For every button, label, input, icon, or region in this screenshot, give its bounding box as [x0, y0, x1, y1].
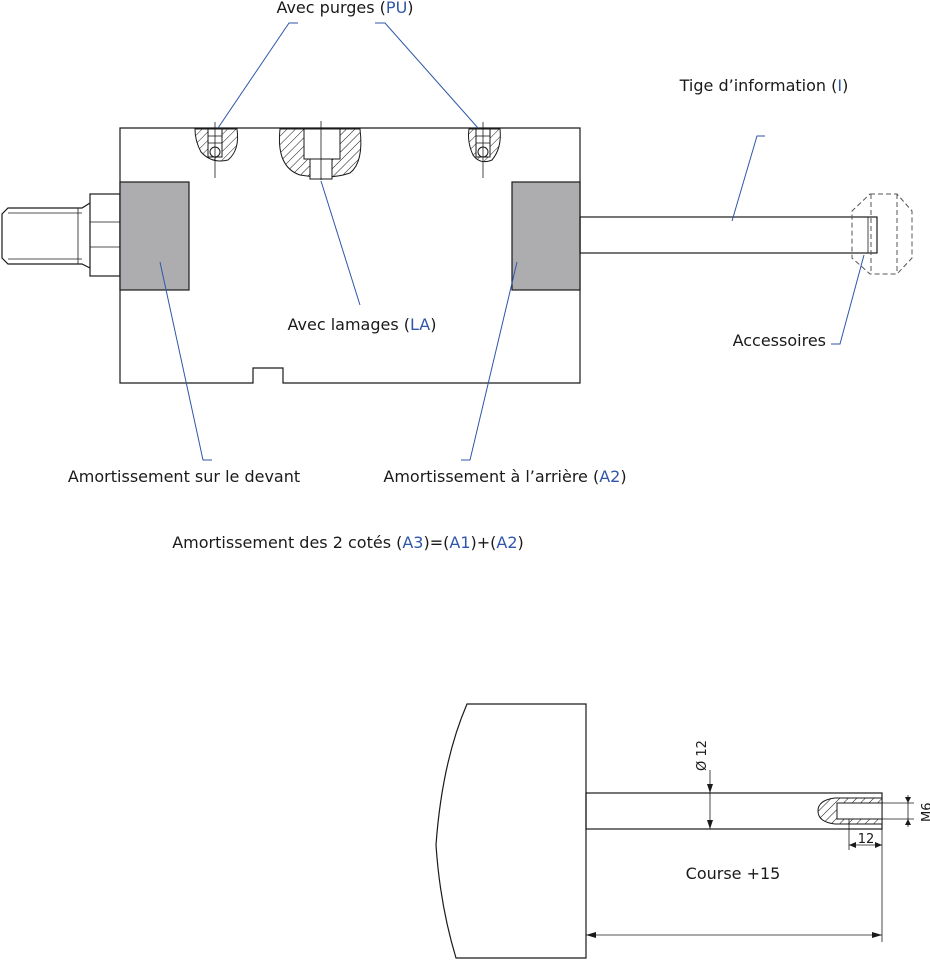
cylinder-top-view [1, 22, 913, 461]
label-purges: Avec purges (PU) [276, 0, 413, 17]
label-amort-arriere: Amortissement à l’arrière (A2) [383, 467, 626, 486]
label-lamages: Avec lamages (LA) [288, 315, 437, 334]
rear-damper-pad [511, 181, 581, 291]
label-accessoires: Accessoires [733, 331, 826, 350]
leader-tige [731, 135, 765, 222]
accessory-outline [851, 193, 913, 275]
leader-purge-right [375, 22, 479, 129]
label-amort-2cotes: Amortissement des 2 cotés (A3)=(A1)+(A2) [172, 533, 524, 552]
front-damper-pad [119, 181, 190, 291]
front-fitting [1, 193, 121, 277]
rod-detail-view [435, 703, 914, 959]
purge-port-left [194, 122, 239, 178]
dim-thread: M6 [920, 803, 930, 823]
rod-detail-body [435, 703, 587, 959]
leader-purge-left [217, 22, 298, 129]
dim-diameter: Ø 12 [695, 740, 710, 771]
label-tige: Tige d’information (I) [679, 76, 849, 95]
counterbore [278, 121, 362, 180]
purge-port-right [468, 122, 501, 178]
information-rod [579, 216, 878, 254]
leader-accessoires [831, 254, 865, 345]
dim-course: Course +15 [686, 864, 781, 883]
leader-lamages [320, 180, 361, 306]
leader-rear [461, 261, 518, 461]
leader-front [159, 261, 212, 461]
dim-thread-depth: 12 [858, 832, 875, 847]
label-amort-devant: Amortissement sur le devant [68, 467, 300, 486]
